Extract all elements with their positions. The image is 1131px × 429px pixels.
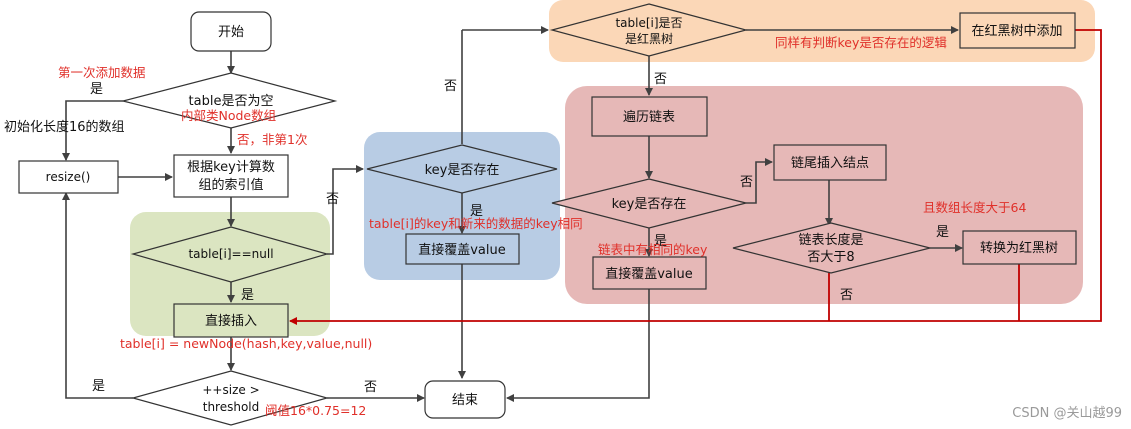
rbtree-add-node: 在红黑树中添加	[959, 12, 1076, 49]
no-label-end: 否	[364, 380, 377, 395]
svg-text:++size >: ++size >	[202, 383, 259, 397]
init-length-label: 初始化长度16的数组	[4, 119, 125, 135]
list-length-decision: 链表长度是 否大于8	[732, 222, 931, 274]
key-exists-decision-1: key是否存在	[366, 144, 558, 194]
yes-label-key-exists-2: 是	[654, 234, 667, 249]
no-label-table-null: 否	[326, 192, 339, 207]
to-rbtree-node: 转换为红黑树	[962, 230, 1077, 265]
array-length-64-annotation: 且数组长度大于64	[923, 200, 1026, 215]
yes-label-key-exists: 是	[470, 204, 483, 219]
no-label-tail: 否	[740, 175, 753, 190]
compute-index-node: 根据key计算数 组的索引值	[173, 154, 289, 198]
svg-text:否大于8: 否大于8	[807, 250, 854, 265]
svg-text:链尾插入结点: 链尾插入结点	[791, 156, 869, 171]
svg-text:是红黑树: 是红黑树	[625, 31, 673, 46]
threshold-annotation: 阈值16*0.75=12	[265, 403, 366, 418]
yes-label-table-empty: 是	[90, 82, 103, 97]
svg-text:组的索引值: 组的索引值	[198, 177, 263, 193]
direct-cover-node-1: 直接覆盖value	[405, 233, 520, 265]
direct-insert-node: 直接插入	[173, 303, 289, 338]
size-threshold-decision: ++size > threshold	[130, 370, 330, 426]
svg-text:table是否为空: table是否为空	[189, 94, 274, 109]
direct-cover-node-2: 直接覆盖value	[592, 256, 707, 290]
no-label-key-exists: 否	[444, 79, 457, 94]
rbtree-key-check-annotation: 同样有判断key是否存在的逻辑	[775, 35, 947, 50]
yes-label-table-null: 是	[241, 288, 254, 303]
svg-text:开始: 开始	[218, 25, 244, 40]
same-key-in-list-annotation: 链表中有相同的key	[598, 242, 708, 257]
svg-text:table[i]是否: table[i]是否	[615, 16, 682, 30]
new-node-annotation: table[i] = newNode(hash,key,value,null)	[120, 336, 372, 351]
svg-text:key是否存在: key是否存在	[425, 163, 500, 178]
svg-text:threshold: threshold	[203, 400, 260, 414]
is-rbtree-decision: table[i]是否 是红黑树	[549, 3, 749, 57]
tail-insert-node: 链尾插入结点	[773, 144, 887, 181]
yes-label-resize: 是	[92, 379, 105, 394]
resize-node: resize()	[18, 160, 119, 194]
svg-text:直接插入: 直接插入	[205, 313, 257, 329]
svg-text:在红黑树中添加: 在红黑树中添加	[971, 23, 1062, 39]
table-empty-decision: table是否为空	[122, 72, 338, 129]
end-node: 结束	[424, 380, 506, 419]
svg-text:key是否存在: key是否存在	[612, 197, 687, 212]
svg-text:根据key计算数: 根据key计算数	[187, 160, 275, 175]
key-exists-decision-2: key是否存在	[551, 178, 747, 229]
first-add-annotation: 第一次添加数据	[58, 65, 146, 80]
watermark: CSDN @关山越99	[1012, 406, 1122, 421]
svg-text:遍历链表: 遍历链表	[623, 109, 675, 125]
red-connectors	[289, 29, 1102, 325]
traverse-list-node: 遍历链表	[591, 96, 708, 137]
inner-node-array-annotation: 内部类Node数组	[181, 108, 276, 123]
connectors	[62, 26, 963, 402]
not-first-annotation: 否，非第1次	[237, 132, 307, 147]
svg-text:table[i]==null: table[i]==null	[188, 247, 273, 261]
table-null-decision: table[i]==null	[130, 226, 330, 283]
yes-label-list-length: 是	[936, 225, 949, 240]
svg-text:结束: 结束	[452, 393, 478, 408]
svg-text:resize(): resize()	[46, 170, 91, 184]
svg-text:转换为红黑树: 转换为红黑树	[980, 240, 1058, 256]
no-label-list-length: 否	[840, 288, 853, 303]
start-node: 开始	[190, 11, 272, 52]
svg-text:直接覆盖value: 直接覆盖value	[605, 266, 693, 282]
svg-text:链表长度是: 链表长度是	[798, 232, 863, 248]
pink-region	[565, 86, 1083, 304]
same-key-annotation: table[i]的key和新来的数据的key相同	[369, 216, 583, 231]
svg-text:直接覆盖value: 直接覆盖value	[418, 242, 506, 258]
no-label-rbtree: 否	[654, 72, 667, 87]
